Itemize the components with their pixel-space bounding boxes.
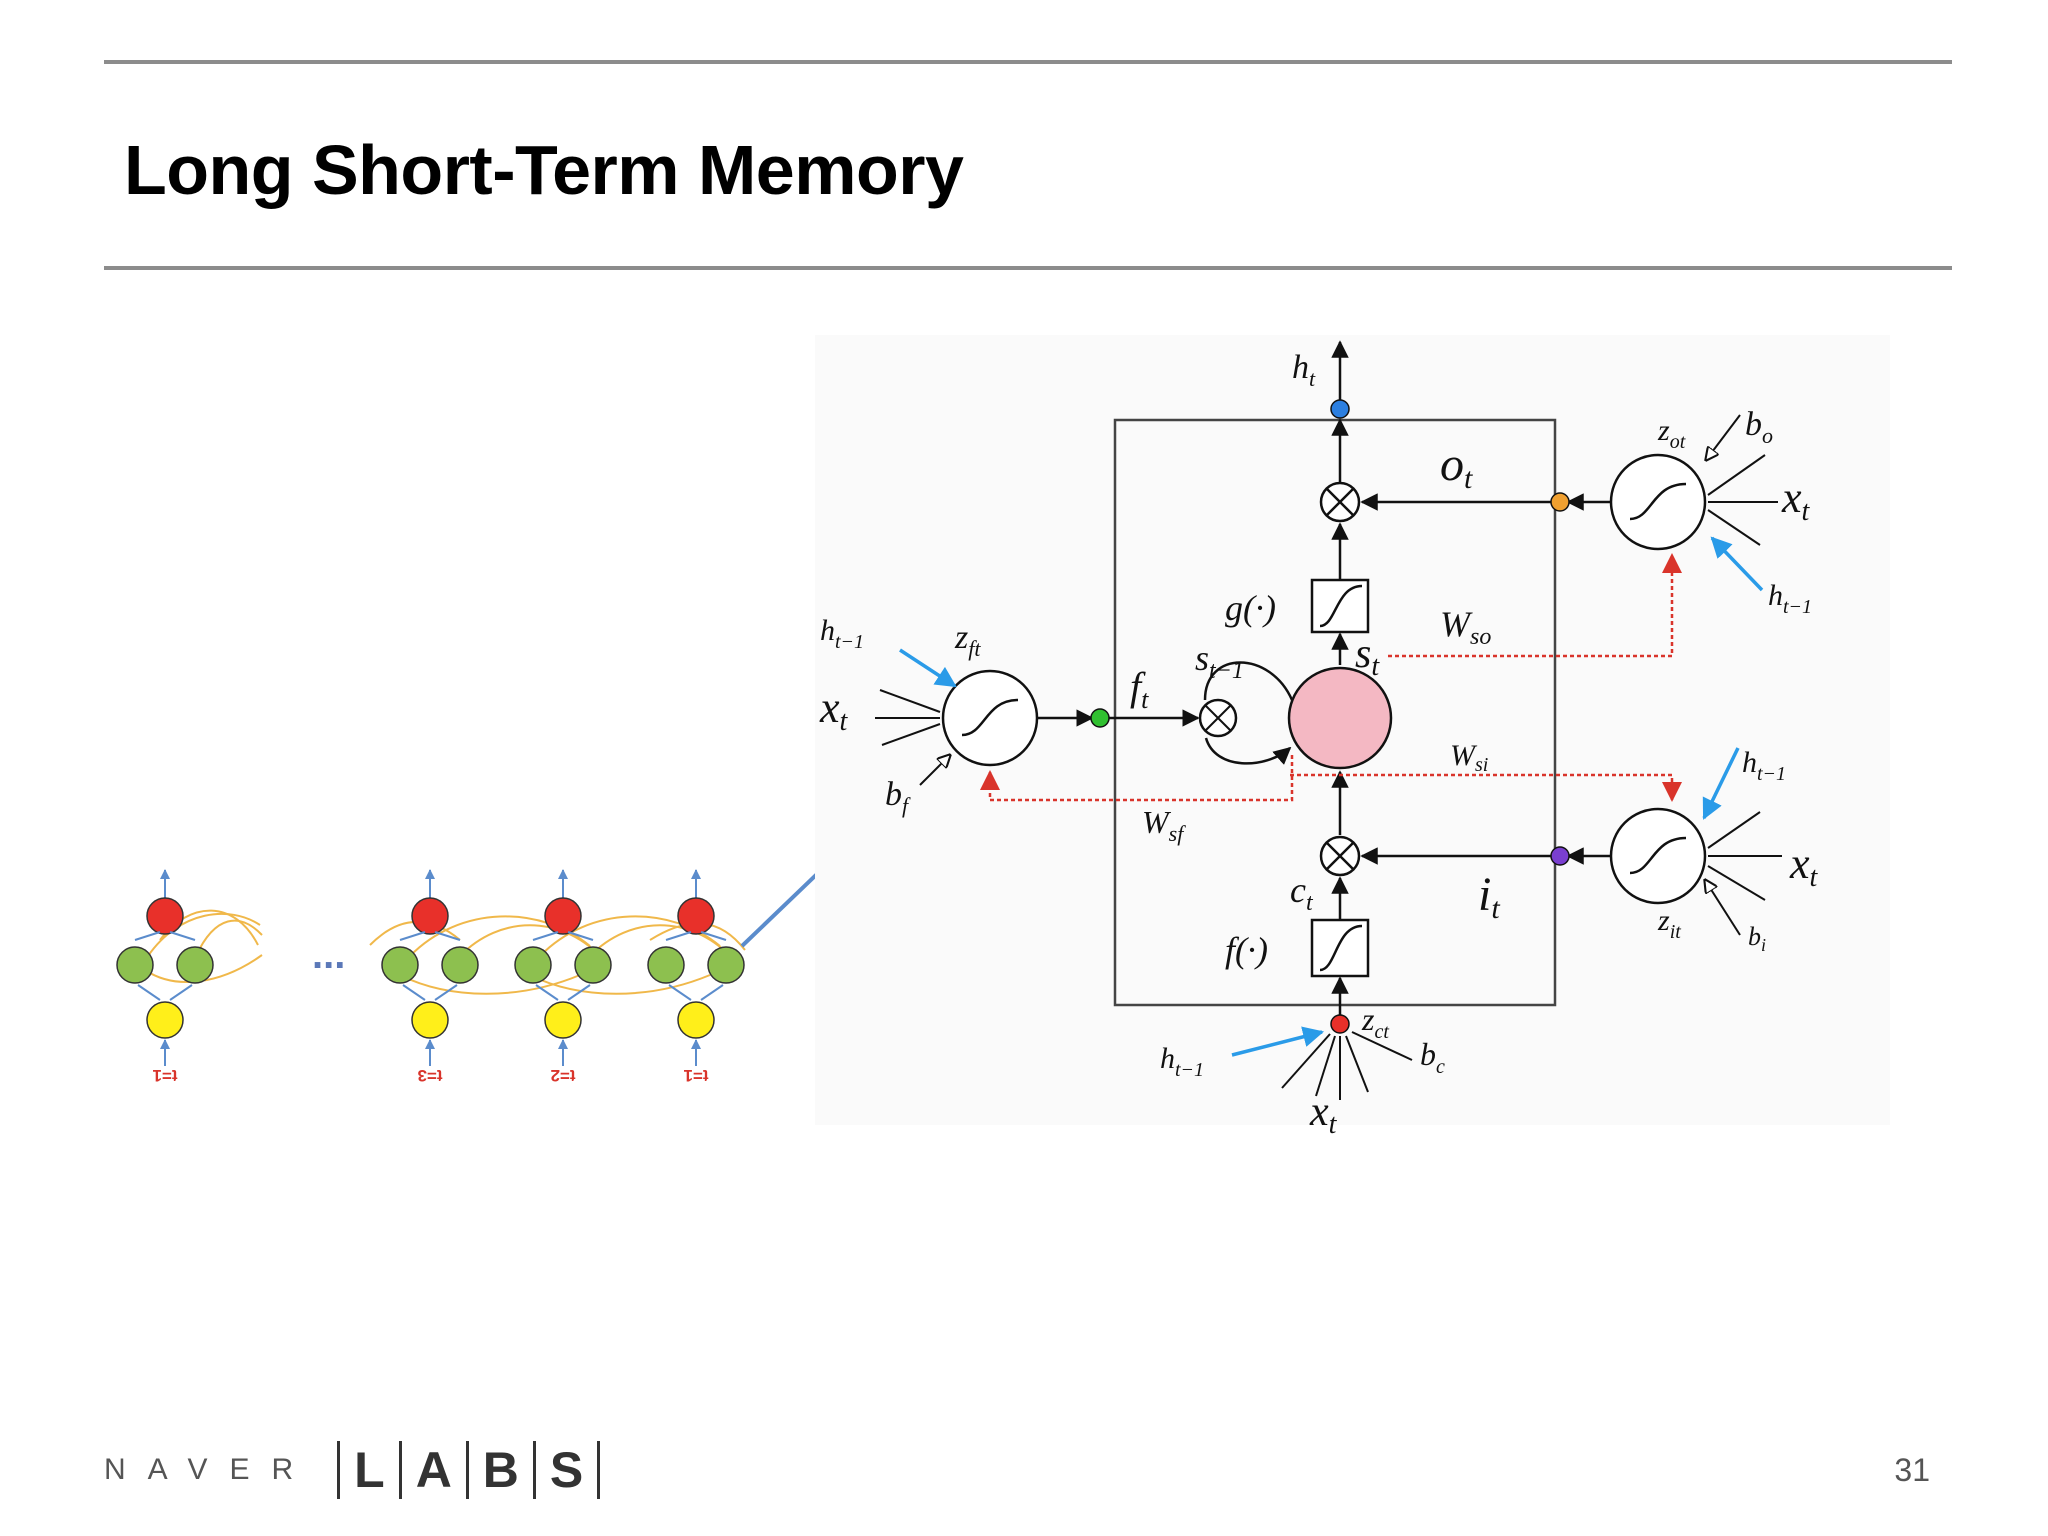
peephole-connections (980, 553, 1682, 802)
cell-b-label: bc (1420, 1036, 1445, 1078)
time-label: t=3 (417, 1066, 442, 1085)
output-b-label: bo (1745, 406, 1773, 448)
g-activation-box (1310, 578, 1370, 634)
input-z-label: zit (1657, 904, 1681, 943)
hidden-node (176, 946, 214, 984)
g-label: g(·) (1225, 588, 1276, 628)
forget-gate-node (941, 669, 1039, 767)
forget-b-label: bf (885, 776, 911, 818)
time-label: t=1 (152, 1066, 177, 1085)
forget-h-prev-label: ht−1 (820, 614, 864, 653)
lstm-cell: ht g(·) st st−1 f(·) ct (815, 335, 1890, 1140)
time-label: t=1 (683, 1066, 708, 1085)
unrolled-column-1: t=1 (116, 869, 214, 1085)
logo-separator (398, 1441, 402, 1499)
f-activation-box (1310, 918, 1370, 978)
recurrence-arc-top (1203, 661, 1294, 701)
logo-separator (532, 1441, 536, 1499)
recurrence-arc-bottom (1204, 737, 1292, 765)
output-gate-label: ot (1440, 438, 1473, 495)
hidden-node (707, 946, 745, 984)
output-gate-node (1609, 453, 1707, 551)
unrolled-column-3: t=2 (514, 869, 612, 1085)
cell-state-node (1287, 666, 1393, 770)
output-node (544, 897, 582, 935)
c-label: ct (1290, 870, 1314, 916)
recurrent-connections (144, 909, 746, 995)
output-h-prev-label: ht−1 (1768, 579, 1812, 618)
input-b-label: bi (1748, 922, 1766, 955)
input-gate-node (1609, 807, 1707, 905)
cell-z-label: zct (1361, 1001, 1389, 1043)
output-node (146, 897, 184, 935)
wso-label: Wso (1440, 604, 1491, 650)
forget-dot (1090, 708, 1110, 728)
input-node (544, 1001, 582, 1039)
input-gate-dot (1550, 846, 1570, 866)
output-node (411, 897, 449, 935)
peephole-si (1290, 773, 1682, 802)
brand-word: NAVER (104, 1453, 316, 1486)
top-rule (104, 60, 1952, 64)
unrolled-column-4: t=1 (647, 869, 745, 1085)
forget-z-label: zft (954, 619, 981, 661)
forget-x-label: xt (819, 683, 849, 737)
ellipsis-text: ... (312, 933, 345, 977)
f-label: f(·) (1225, 930, 1268, 970)
hidden-node (441, 946, 479, 984)
output-dot (1330, 399, 1350, 419)
logo-separator (597, 1441, 601, 1499)
peephole-so (1388, 553, 1682, 658)
input-h-prev-label: ht−1 (1742, 746, 1786, 785)
labs-letter-s: S (549, 1442, 584, 1498)
title-underline-rule (104, 266, 1952, 270)
prev-state-label: st−1 (1195, 638, 1244, 684)
labs-letter-a: A (415, 1442, 452, 1498)
unrolled-network: ... t=1 t=3 (116, 846, 846, 1085)
cell-input-dot (1330, 1014, 1350, 1034)
hidden-node (116, 946, 154, 984)
input-x-label: xt (1789, 839, 1819, 893)
input-node (146, 1001, 184, 1039)
output-gate-dot (1550, 492, 1570, 512)
logo-separator (465, 1441, 469, 1499)
hidden-node (574, 946, 612, 984)
page-title: Long Short-Term Memory (124, 131, 964, 209)
input-gate-label: it (1478, 868, 1500, 925)
time-label: t=2 (550, 1066, 575, 1085)
labs-letter-b: B (482, 1442, 519, 1498)
output-label: ht (1292, 349, 1316, 391)
peephole-sf (980, 755, 1294, 802)
wsi-label: Wsi (1450, 739, 1488, 776)
output-z-label: zot (1657, 414, 1686, 453)
cell-state-label: st (1355, 631, 1380, 682)
logo-separator (337, 1441, 341, 1499)
cell-x-label: xt (1309, 1089, 1338, 1140)
naver-labs-logo: NAVER L A B S (104, 1440, 614, 1500)
wsf-label: Wsf (1142, 804, 1186, 846)
hidden-node (381, 946, 419, 984)
output-x-label: xt (1781, 473, 1811, 527)
output-node (677, 897, 715, 935)
hidden-node (647, 946, 685, 984)
input-node (677, 1001, 715, 1039)
input-node (411, 1001, 449, 1039)
hidden-node (514, 946, 552, 984)
cell-h-prev-label: ht−1 (1160, 1042, 1204, 1081)
unrolled-column-2: t=3 (381, 869, 479, 1085)
page-number: 31 (1894, 1452, 1930, 1488)
labs-letter-l: L (354, 1442, 385, 1498)
